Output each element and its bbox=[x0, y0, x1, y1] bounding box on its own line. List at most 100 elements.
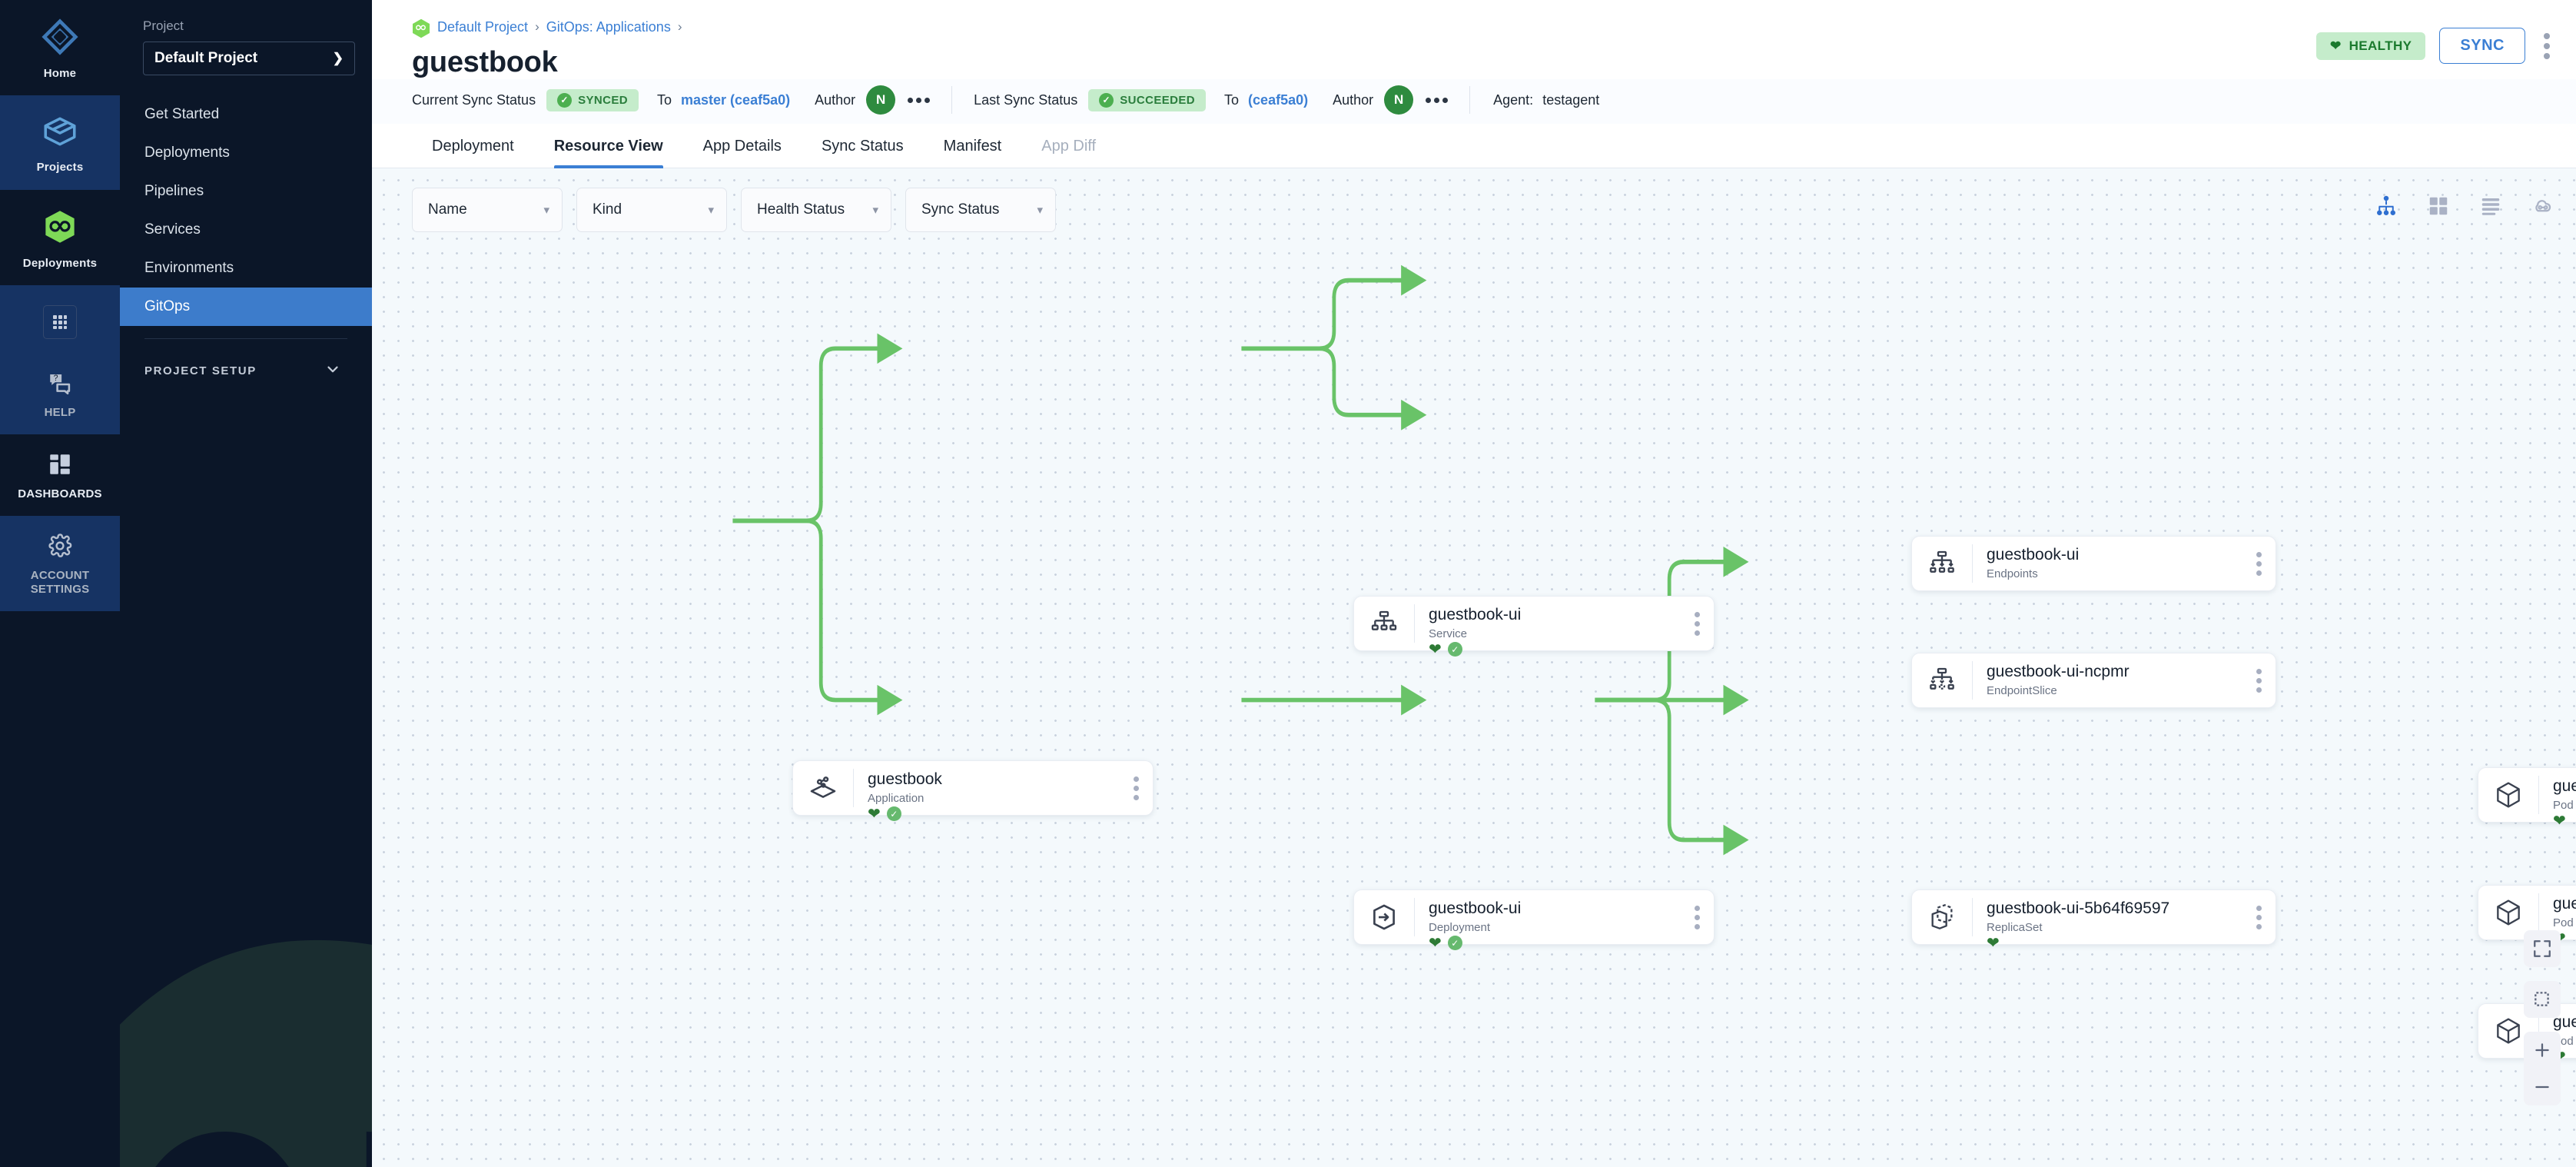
rail-item-help[interactable]: ? HELP bbox=[0, 352, 120, 434]
current-sync-status-badge: ✓ SYNCED bbox=[546, 88, 639, 111]
sidebar-item-get-started[interactable]: Get Started bbox=[120, 95, 372, 134]
list-view-icon[interactable] bbox=[2478, 193, 2504, 219]
current-sync-status-badge-label: SYNCED bbox=[578, 93, 628, 107]
node-divider bbox=[1972, 898, 1973, 936]
graph-node-deployment[interactable]: guestbook-ui Deployment ❤ ✓ bbox=[1353, 889, 1715, 951]
node-kebab-menu-icon[interactable] bbox=[2249, 668, 2276, 693]
tree-view-icon[interactable] bbox=[2373, 193, 2399, 219]
last-sync-more-icon[interactable] bbox=[1426, 97, 1449, 103]
sidebar-item-environments[interactable]: Environments bbox=[120, 249, 372, 288]
node-kebab-menu-icon[interactable] bbox=[1126, 776, 1153, 800]
tab-resource-view[interactable]: Resource View bbox=[534, 124, 683, 168]
node-kebab-menu-icon[interactable] bbox=[2249, 551, 2276, 576]
node-kebab-menu-icon[interactable] bbox=[1687, 611, 1714, 636]
node-body: guestbook-ui-5b64f6959… Pod ❤ bbox=[2539, 894, 2576, 946]
chevron-down-icon: ▾ bbox=[708, 204, 714, 217]
chevron-right-icon: ❯ bbox=[332, 51, 344, 65]
zoom-in-icon[interactable] bbox=[2524, 1032, 2561, 1069]
chevron-down-icon: ▾ bbox=[543, 204, 549, 217]
project-sidebar: Project Default Project ❯ Get Started De… bbox=[120, 0, 372, 1167]
service-icon bbox=[1354, 608, 1414, 639]
graph-node-endpointslice[interactable]: guestbook-ui-ncpmr EndpointSlice bbox=[1911, 653, 2276, 708]
rail-item-projects[interactable]: Projects bbox=[0, 95, 120, 190]
rail-item-account-settings[interactable]: ACCOUNT SETTINGS bbox=[0, 516, 120, 611]
network-view-icon[interactable] bbox=[2530, 193, 2556, 219]
last-author-avatar[interactable]: N bbox=[1384, 85, 1414, 115]
node-divider bbox=[1972, 661, 1973, 700]
node-status-icons: ❤ ✓ bbox=[868, 806, 901, 822]
kebab-menu-icon[interactable] bbox=[2539, 28, 2554, 64]
node-body: guestbook Application ❤ ✓ bbox=[854, 770, 1126, 821]
tab-deployment[interactable]: Deployment bbox=[432, 138, 514, 155]
sidebar-item-gitops[interactable]: GitOps bbox=[120, 288, 372, 326]
resource-graph-canvas[interactable]: Name ▾ Kind ▾ Health Status ▾ Sync Statu… bbox=[372, 168, 2576, 1167]
rail-item-home[interactable]: Home bbox=[0, 0, 120, 95]
page-title: guestbook bbox=[412, 46, 558, 78]
node-title: guestbook-ui bbox=[1429, 899, 1522, 918]
node-status-icons: ❤ ✓ bbox=[1429, 642, 1462, 657]
sidebar-label-gitops: GitOps bbox=[144, 298, 191, 314]
check-circle-icon: ✓ bbox=[1447, 936, 1462, 951]
deployment-icon bbox=[1354, 901, 1414, 933]
breadcrumb-item-default-project[interactable]: Default Project bbox=[437, 18, 529, 35]
tab-app-diff: App Diff bbox=[1041, 138, 1097, 155]
tab-manifest[interactable]: Manifest bbox=[943, 138, 1002, 155]
project-selector-button[interactable]: Default Project ❯ bbox=[143, 42, 355, 75]
page-header: Default Project › GitOps: Applications ›… bbox=[372, 0, 2576, 79]
node-title: guestbook-ui-5b64f6959… bbox=[2553, 777, 2576, 796]
view-mode-switcher bbox=[2373, 193, 2556, 219]
filter-kind[interactable]: Kind ▾ bbox=[576, 188, 727, 232]
current-sync-revision-link[interactable]: master (ceaf5a0) bbox=[681, 91, 791, 108]
graph-node-pod-1[interactable]: guestbook-ui-5b64f6959… Pod ❤ bbox=[2478, 767, 2576, 829]
pod-icon bbox=[2478, 897, 2538, 928]
replicaset-icon bbox=[1912, 902, 1972, 933]
node-body: guestbook-ui Deployment ❤ ✓ bbox=[1415, 899, 1687, 950]
node-body: guestbook-ui-5b64f69597 ReplicaSet ❤ bbox=[1973, 899, 2249, 950]
tab-app-details[interactable]: App Details bbox=[702, 138, 782, 155]
rail-item-deployments[interactable]: Deployments bbox=[0, 190, 120, 285]
breadcrumb-item-gitops-applications[interactable]: GitOps: Applications bbox=[546, 18, 671, 35]
current-author-label: Author bbox=[815, 91, 856, 108]
heart-icon: ❤ bbox=[1429, 934, 1442, 952]
last-sync-revision-link[interactable]: (ceaf5a0) bbox=[1248, 91, 1309, 108]
node-body: guestbook-ui-ncpmr EndpointSlice bbox=[1973, 662, 2249, 697]
project-selector-name: Default Project bbox=[154, 50, 258, 66]
main-content: Default Project › GitOps: Applications ›… bbox=[372, 0, 2576, 1167]
last-author-label: Author bbox=[1333, 91, 1374, 108]
sidebar-item-services[interactable]: Services bbox=[120, 211, 372, 249]
graph-node-application[interactable]: guestbook Application ❤ ✓ bbox=[792, 760, 1154, 822]
rail-app-grid-wrap bbox=[0, 284, 120, 353]
node-kebab-menu-icon[interactable] bbox=[1687, 905, 1714, 929]
sidebar-item-deployments[interactable]: Deployments bbox=[120, 134, 372, 172]
graph-node-service[interactable]: guestbook-ui Service ❤ ✓ bbox=[1353, 596, 1715, 657]
current-sync-more-icon[interactable] bbox=[908, 97, 931, 103]
sync-button[interactable]: SYNC bbox=[2439, 28, 2525, 64]
heart-icon: ❤ bbox=[1429, 640, 1442, 658]
pod-icon bbox=[2478, 1016, 2538, 1046]
rail-label-account-settings: ACCOUNT SETTINGS bbox=[30, 569, 90, 596]
grid-view-icon[interactable] bbox=[2425, 193, 2452, 219]
current-author-avatar[interactable]: N bbox=[866, 85, 896, 115]
status-badge-healthy-label: HEALTHY bbox=[2349, 38, 2412, 53]
sidebar-item-pipelines[interactable]: Pipelines bbox=[120, 172, 372, 211]
filter-health-status[interactable]: Health Status ▾ bbox=[741, 188, 891, 232]
node-kebab-menu-icon[interactable] bbox=[2249, 905, 2276, 929]
status-strip-divider-2 bbox=[1469, 86, 1471, 114]
dashboards-icon bbox=[47, 454, 73, 480]
app-grid-icon[interactable] bbox=[43, 304, 77, 339]
fit-screen-icon[interactable] bbox=[2524, 930, 2561, 967]
resource-graph: guestbook Application ❤ ✓ bbox=[372, 168, 2576, 1167]
graph-node-replicaset[interactable]: guestbook-ui-5b64f69597 ReplicaSet ❤ bbox=[1911, 889, 2276, 951]
agent-label: Agent: bbox=[1493, 91, 1534, 108]
sidebar-project-setup[interactable]: PROJECT SETUP bbox=[120, 353, 372, 388]
zoom-out-icon[interactable] bbox=[2524, 1069, 2561, 1105]
filter-name[interactable]: Name ▾ bbox=[412, 188, 563, 232]
filter-sync-status[interactable]: Sync Status ▾ bbox=[905, 188, 1056, 232]
tab-sync-status[interactable]: Sync Status bbox=[821, 138, 904, 155]
graph-node-endpoints[interactable]: guestbook-ui Endpoints bbox=[1911, 536, 2276, 591]
check-circle-icon: ✓ bbox=[557, 92, 573, 108]
rail-item-dashboards[interactable]: DASHBOARDS bbox=[0, 434, 120, 516]
chevron-down-icon: ▾ bbox=[872, 204, 878, 217]
select-area-icon[interactable] bbox=[2524, 981, 2561, 1018]
